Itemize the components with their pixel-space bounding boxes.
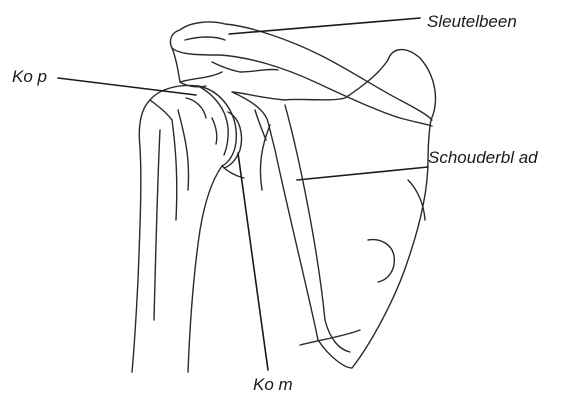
label-schouderblad: Schouderbl ad [428,149,538,166]
label-sleutelbeen: Sleutelbeen [427,13,517,30]
label-kop: Ko p [12,68,47,85]
label-kom: Ko m [253,376,293,393]
leader-line-schouderblad [297,167,428,180]
scapula-drawing [232,50,435,368]
leader-line-sleutelbeen [229,18,420,34]
leader-line-kom [238,153,268,370]
humerus-drawing [132,86,236,372]
leader-lines [58,18,428,370]
clavicle-drawing [170,22,432,126]
